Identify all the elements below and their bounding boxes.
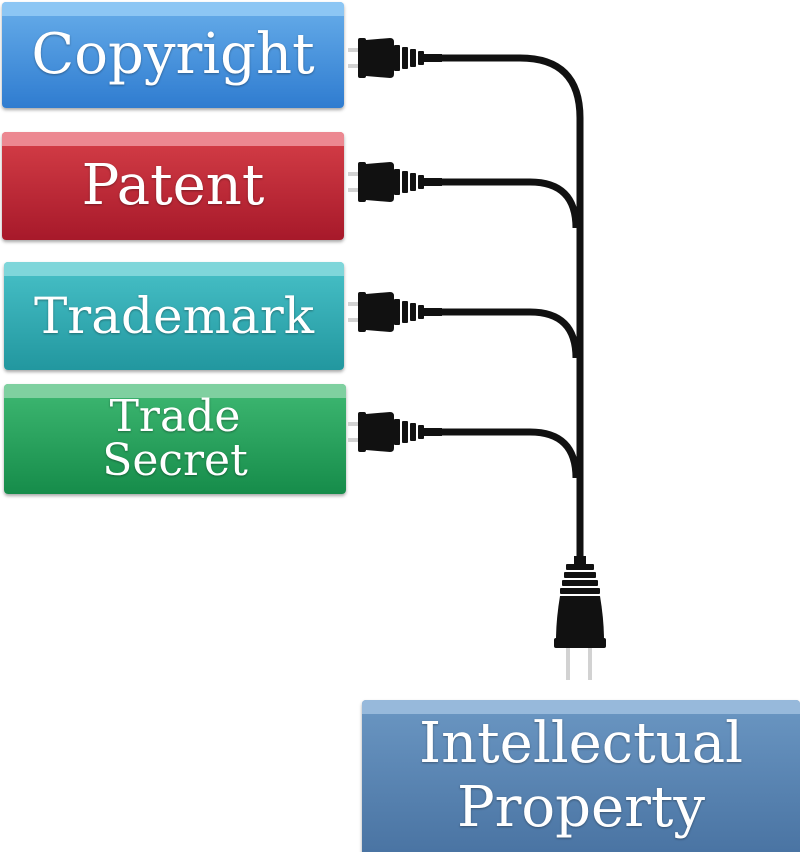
trademark-block: Trademark	[4, 262, 344, 370]
copyright-label: Copyright	[31, 22, 315, 87]
trade-secret-label-line2: Secret	[102, 435, 248, 486]
cord-trade-secret	[438, 428, 580, 479]
trademark-block-top	[4, 262, 344, 276]
patent-block-top	[2, 132, 344, 146]
copyright-block: Copyright	[2, 2, 344, 108]
trade-secret-label-line1: Trade	[109, 391, 241, 442]
cord-copyright	[438, 54, 584, 560]
plug-trade-secret-icon	[348, 412, 442, 452]
intellectual-property-label-line1: Intellectual	[418, 711, 744, 776]
copyright-block-top	[2, 2, 344, 16]
trademark-label: Trademark	[33, 287, 315, 345]
main-plug-icon	[554, 556, 606, 680]
intellectual-property-label-line2: Property	[456, 775, 706, 840]
intellectual-property-block: Intellectual Property	[362, 700, 800, 852]
plug-copyright-icon	[348, 38, 442, 78]
trade-secret-block: Trade Secret	[4, 384, 346, 494]
plug-trademark-icon	[348, 292, 442, 332]
patent-block: Patent	[2, 132, 344, 240]
plug-patent-icon	[348, 162, 442, 202]
cord-trademark	[438, 308, 580, 359]
cord-patent	[438, 178, 580, 229]
trade-secret-block-top	[4, 384, 346, 398]
intellectual-property-block-top	[362, 700, 800, 714]
patent-label: Patent	[81, 153, 265, 218]
